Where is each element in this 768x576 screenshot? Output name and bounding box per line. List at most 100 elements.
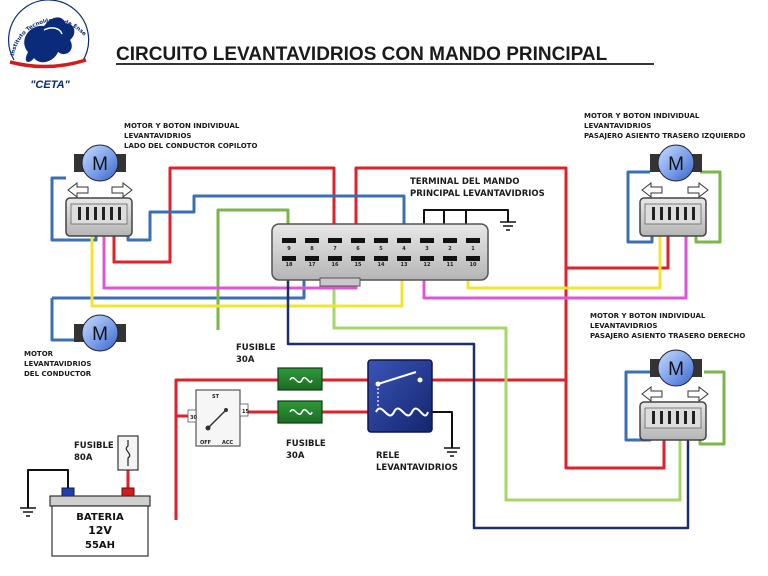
wire-blue-main bbox=[126, 194, 406, 242]
ignition-off-label: OFF bbox=[200, 440, 211, 446]
connector-pin-label: 8 bbox=[310, 246, 314, 252]
label-line: LEVANTAVIDRIOS bbox=[124, 132, 191, 140]
battery-name: BATERIA bbox=[76, 512, 124, 523]
wire-light-green-rear-right bbox=[332, 270, 682, 502]
connector-pin bbox=[466, 256, 480, 261]
wire-navy-rear-right bbox=[286, 270, 690, 530]
wire-blue-driver bbox=[50, 298, 78, 342]
ignition-in-label: 30 bbox=[190, 415, 197, 421]
battery-voltage: 12V bbox=[88, 524, 112, 537]
motor-symbol: M bbox=[668, 359, 684, 380]
arrow-right-icon bbox=[687, 386, 709, 402]
wire-ground-battery bbox=[27, 469, 69, 508]
wire-red-rear-right bbox=[354, 166, 666, 470]
label-relay: RELE LEVANTAVIDRIOS bbox=[376, 451, 458, 473]
connector-pin-label: 5 bbox=[379, 246, 383, 252]
arrow-right-icon bbox=[687, 182, 709, 198]
page-title: CIRCUITO LEVANTAVIDRIOS CON MANDO PRINCI… bbox=[116, 44, 608, 65]
label-main-switch: TERMINAL DEL MANDO PRINCIPAL LEVANTAVIDR… bbox=[410, 177, 545, 199]
battery-capacity: 55AH bbox=[85, 540, 115, 551]
label-line: 30A bbox=[236, 355, 255, 365]
label-line: 30A bbox=[286, 451, 305, 461]
fuse-30a-top bbox=[277, 367, 323, 391]
label-line: MOTOR Y BOTON INDIVIDUAL bbox=[584, 112, 700, 120]
ground-symbols bbox=[20, 221, 516, 517]
connector-pin bbox=[466, 238, 480, 243]
label-fuse-top: FUSIBLE 30A bbox=[236, 343, 276, 365]
label-rear-right: MOTOR Y BOTON INDIVIDUAL LEVANTAVIDRIOS … bbox=[590, 312, 745, 340]
wire-green-rear-left bbox=[694, 170, 722, 244]
connector-pin bbox=[351, 256, 365, 261]
wire-red-rear-left bbox=[566, 232, 670, 270]
wire-magenta-rear-left bbox=[422, 232, 688, 300]
label-copilot: MOTOR Y BOTON INDIVIDUAL LEVANTAVIDRIOS … bbox=[124, 122, 257, 150]
motor-symbol: M bbox=[92, 154, 108, 175]
connector-pin bbox=[443, 238, 457, 243]
label-line: LEVANTAVIDRIOS bbox=[584, 122, 651, 130]
copilot-switch-block bbox=[65, 197, 133, 237]
label-rear-left: MOTOR Y BOTON INDIVIDUAL LEVANTAVIDRIOS … bbox=[584, 112, 745, 140]
connector-pin-label: 16 bbox=[332, 262, 339, 268]
label-line: DEL CONDUCTOR bbox=[24, 370, 92, 378]
connector-pin bbox=[397, 238, 411, 243]
label-line: LEVANTAVIDRIOS bbox=[24, 360, 91, 368]
copilot-motor: M bbox=[73, 144, 127, 182]
connector-pin-label: 6 bbox=[356, 246, 360, 252]
rear-left-switch-block bbox=[639, 197, 707, 237]
ignition-st-label: ST bbox=[212, 394, 220, 400]
label-line: LEVANTAVIDRIOS bbox=[376, 463, 458, 473]
connector-pin-label: 15 bbox=[355, 262, 362, 268]
connector-pin-label: 10 bbox=[470, 262, 477, 268]
fuse-30a-bottom bbox=[277, 400, 323, 424]
label-line: MOTOR bbox=[24, 350, 54, 358]
connector-pin bbox=[397, 256, 411, 261]
label-line: LADO DEL CONDUCTOR COPILOTO bbox=[124, 142, 257, 150]
connector-pin-label: 12 bbox=[424, 262, 431, 268]
ignition-acc-label: ACC bbox=[222, 440, 234, 446]
negative-terminal bbox=[61, 487, 75, 497]
label-line: PASAJERO ASIENTO TRASERO DERECHO bbox=[590, 332, 745, 340]
connector-pin bbox=[443, 256, 457, 261]
motor-symbol: M bbox=[668, 154, 684, 175]
connector-pin-label: 14 bbox=[378, 262, 385, 268]
label-line: MOTOR Y BOTON INDIVIDUAL bbox=[590, 312, 706, 320]
connector-pin-label: 9 bbox=[287, 246, 291, 252]
label-driver-motor: MOTOR LEVANTAVIDRIOS DEL CONDUCTOR bbox=[24, 350, 92, 378]
wire-yellow-copilot bbox=[90, 210, 404, 308]
wire-yellow-rear-left bbox=[466, 232, 662, 290]
logo-swoosh bbox=[9, 58, 87, 69]
connector-pin bbox=[305, 256, 319, 261]
horse-icon bbox=[24, 17, 75, 63]
connector-pin-label: 4 bbox=[402, 246, 406, 252]
label-line: 80A bbox=[74, 453, 93, 463]
ignition-out-label: 15 bbox=[242, 409, 249, 415]
rear-left-motor: M bbox=[649, 144, 703, 182]
battery: BATERIA 12V 55AH bbox=[49, 487, 151, 557]
motor-symbol: M bbox=[92, 324, 108, 345]
label-line: FUSIBLE bbox=[74, 441, 114, 451]
wire-red-copilot bbox=[112, 166, 336, 264]
connector-pin bbox=[282, 256, 296, 261]
connector-pin bbox=[374, 238, 388, 243]
connector-pin-label: 17 bbox=[309, 262, 316, 268]
connector-pin-label: 13 bbox=[401, 262, 408, 268]
label-line: MOTOR Y BOTON INDIVIDUAL bbox=[124, 122, 240, 130]
relay bbox=[367, 359, 433, 433]
connector-pin bbox=[305, 238, 319, 243]
connector-pin-label: 2 bbox=[448, 246, 452, 252]
connector-pin-label: 18 bbox=[286, 262, 293, 268]
connector-pin bbox=[328, 238, 342, 243]
connector-pin-label: 3 bbox=[425, 246, 429, 252]
arrow-right-icon bbox=[111, 182, 133, 198]
wire-red-fuse80 bbox=[174, 378, 280, 520]
connector-pin-label: 7 bbox=[333, 246, 337, 252]
connector-pin bbox=[351, 238, 365, 243]
label-fuse-main: FUSIBLE 80A bbox=[74, 441, 114, 463]
fuse-80a bbox=[117, 435, 139, 471]
rear-right-motor: M bbox=[649, 349, 703, 387]
ceta-logo: "CETA" Instituto Tecnológico de Enseñanz… bbox=[0, 0, 90, 91]
arrow-left-icon bbox=[67, 182, 89, 198]
